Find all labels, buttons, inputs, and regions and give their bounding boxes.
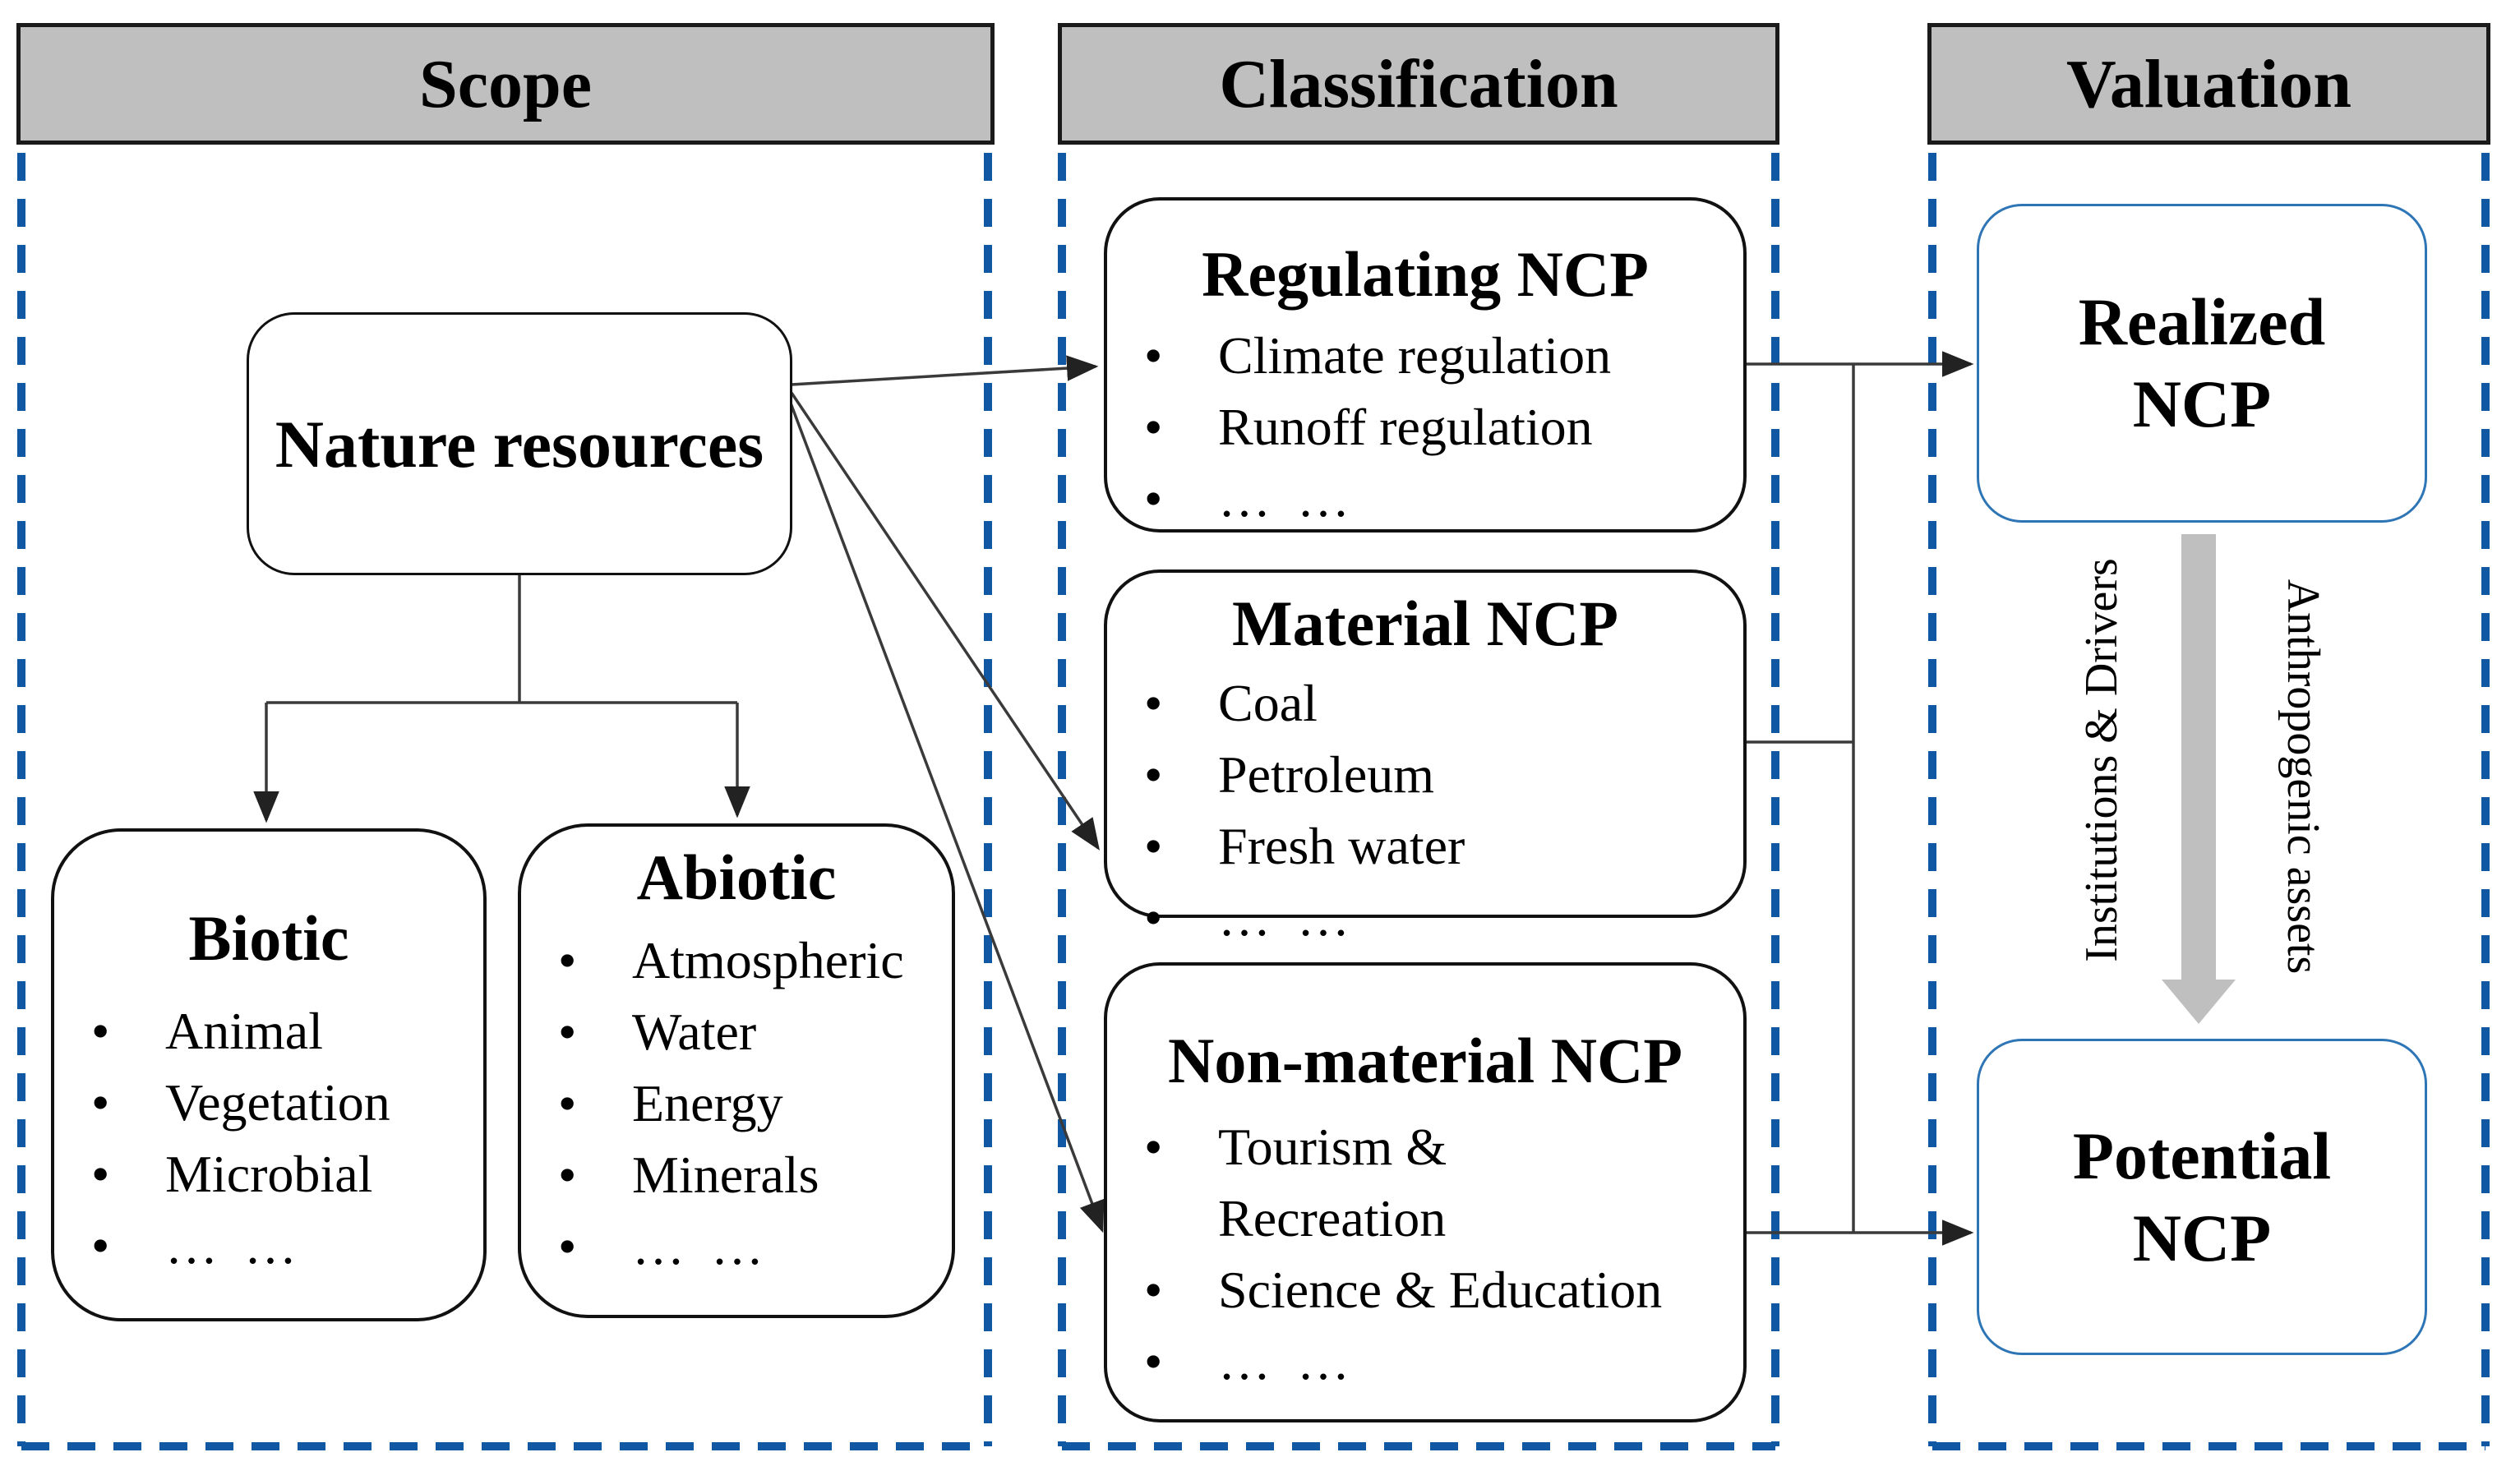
valuation-lane-title: Valuation (2065, 45, 2352, 122)
list-item: Tourism & Recreation (1107, 1111, 1743, 1254)
scope-dashed-border (17, 153, 992, 1450)
list-item: Science & Education (1107, 1254, 1743, 1326)
list-item: … … (1107, 882, 1743, 953)
list-item: Microbial (54, 1138, 483, 1210)
list-item: Vegetation (54, 1067, 483, 1138)
biotic-list: AnimalVegetationMicrobial… … (54, 995, 483, 1281)
non-material-ncp-list: Tourism & RecreationScience & Education…… (1107, 1111, 1743, 1397)
list-item: … … (521, 1210, 952, 1282)
list-item: Fresh water (1107, 810, 1743, 882)
connector-arrow-to-regulating (791, 355, 1099, 386)
material-ncp-box: Material NCP CoalPetroleumFresh water… … (1104, 569, 1747, 953)
abiotic-title: Abiotic (636, 841, 837, 913)
list-item: Water (521, 996, 952, 1067)
scope-lane-title: Scope (419, 45, 592, 122)
classification-dashed-border (1058, 153, 1779, 1450)
non-material-ncp-title: Non-material NCP (1167, 1025, 1683, 1096)
list-item: Atmospheric (521, 924, 952, 996)
regulating-ncp-title: Regulating NCP (1202, 238, 1649, 310)
valuation-dashed-border (1928, 153, 2490, 1450)
non-material-ncp-box: Non-material NCP Tourism & RecreationSci… (1104, 962, 1747, 1422)
nature-resources-box: Nature resources (247, 312, 792, 575)
material-ncp-list: CoalPetroleumFresh water… … (1107, 667, 1743, 953)
list-item: … … (54, 1210, 483, 1281)
classification-lane-title: Classification (1219, 45, 1618, 122)
realized-ncp-title: Realized NCP (2078, 284, 2326, 441)
institutions-drivers-label: Institutions & Drivers (2076, 558, 2127, 962)
list-item: Animal (54, 995, 483, 1067)
list-item: Climate regulation (1107, 320, 1743, 391)
biotic-box: Biotic AnimalVegetationMicrobial… … (51, 828, 487, 1321)
list-item: Runoff regulation (1107, 391, 1743, 463)
connector-arrow-to-material (790, 392, 1100, 851)
list-item: Energy (521, 1067, 952, 1139)
anthropogenic-assets-label: Anthropogenic assets (2278, 579, 2328, 975)
regulating-ncp-box: Regulating NCP Climate regulationRunoff … (1104, 197, 1747, 534)
material-ncp-title: Material NCP (1232, 588, 1618, 659)
list-item: … … (1107, 1326, 1743, 1397)
valuation-lane-header: Valuation (1927, 23, 2490, 145)
nature-resources-title: Nature resources (275, 406, 764, 482)
list-item: Minerals (521, 1139, 952, 1210)
biotic-title: Biotic (188, 902, 349, 974)
list-item: Coal (1107, 667, 1743, 739)
realized-to-potential-arrow (2162, 534, 2236, 1024)
scope-lane-header: Scope (16, 23, 995, 145)
list-item: … … (1107, 463, 1743, 534)
realized-ncp-box: Realized NCP (1977, 204, 2427, 523)
potential-ncp-box: Potential NCP (1977, 1039, 2427, 1355)
list-item: Petroleum (1107, 739, 1743, 810)
classification-lane-header: Classification (1058, 23, 1779, 145)
potential-ncp-title: Potential NCP (2072, 1118, 2332, 1275)
connector-arrow-to-nonmaterial (788, 400, 1105, 1233)
abiotic-box: Abiotic AtmosphericWaterEnergyMinerals… … (518, 823, 955, 1318)
abiotic-list: AtmosphericWaterEnergyMinerals… … (521, 924, 952, 1282)
regulating-ncp-list: Climate regulationRunoff regulation… … (1107, 320, 1743, 534)
